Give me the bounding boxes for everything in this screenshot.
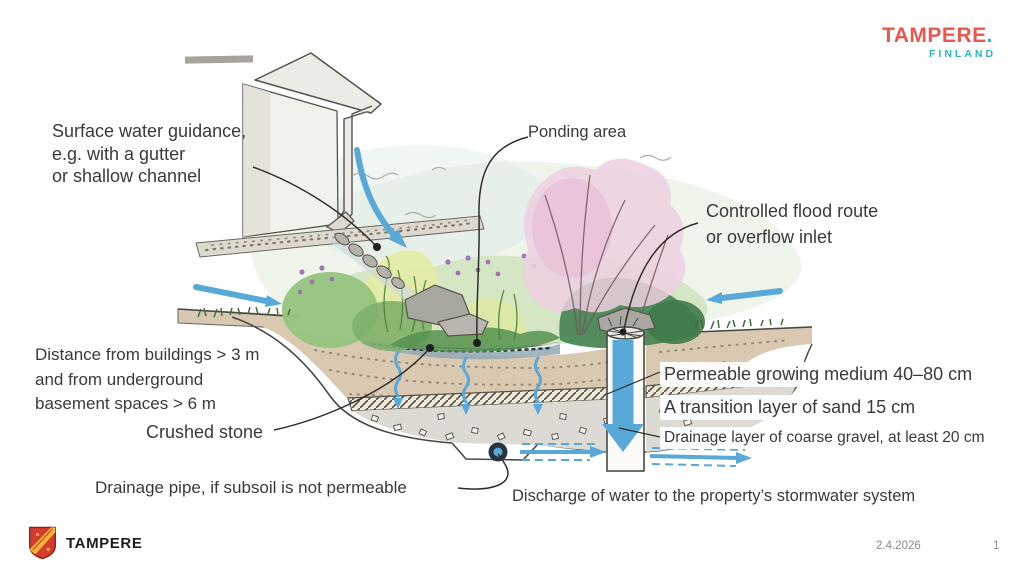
wordmark-text: TAMPERE (882, 24, 987, 47)
label-growing-medium: Permeable growing medium 40–80 cm (660, 362, 977, 387)
label-sand-transition-layer: A transition layer of sand 15 cm (660, 395, 920, 420)
label-crushed-stone: Crushed stone (146, 422, 264, 442)
wordmark-dot: . (986, 24, 993, 47)
slide-date: 2.4.2026 (876, 540, 921, 552)
label-ponding-area: Ponding area (528, 123, 627, 141)
downspout-flow-arrow (354, 147, 396, 237)
left-inflow-arrow (193, 284, 269, 304)
tampere-wordmark: TAMPERE. (882, 24, 993, 48)
flow-arrows (193, 147, 783, 307)
drainage-pipe (488, 442, 508, 462)
overflow-inlet-pipe (602, 315, 645, 472)
grass-tufts (197, 306, 784, 330)
downspout (325, 105, 373, 234)
leader-lines (252, 136, 699, 490)
label-gravel-drainage-layer: Drainage layer of coarse gravel, at leas… (660, 427, 989, 449)
pink-tree (522, 158, 686, 336)
slide-page-number: 1 (993, 540, 1000, 552)
label-drainage-pipe: Drainage pipe, if subsoil is not permeab… (95, 478, 407, 497)
footer-logo: TAMPERE (28, 526, 142, 560)
label-distance-from-buildings: Distance from buildings > 3 m and from u… (35, 345, 260, 414)
garden-plants (197, 232, 784, 352)
gravel-strip (177, 215, 485, 330)
rocks (404, 284, 656, 337)
right-inflow-arrow (719, 288, 783, 301)
flowers (297, 253, 537, 295)
stone-channel (328, 232, 416, 300)
ponding-water (361, 335, 561, 360)
infiltration-arrows (393, 350, 543, 415)
label-controlled-flood-route: Controlled flood route or overflow inlet (706, 201, 879, 247)
wordmark-finland: FINLAND (929, 48, 997, 60)
label-discharge: Discharge of water to the property’s sto… (512, 487, 916, 505)
sketch-squiggles (351, 154, 672, 219)
overflow-down-arrow (602, 424, 644, 452)
tampere-coat-of-arms-icon (29, 526, 56, 560)
label-surface-water-guidance: Surface water guidance, e.g. with a gutt… (52, 121, 247, 187)
footer-city-name: TAMPERE (66, 534, 143, 552)
